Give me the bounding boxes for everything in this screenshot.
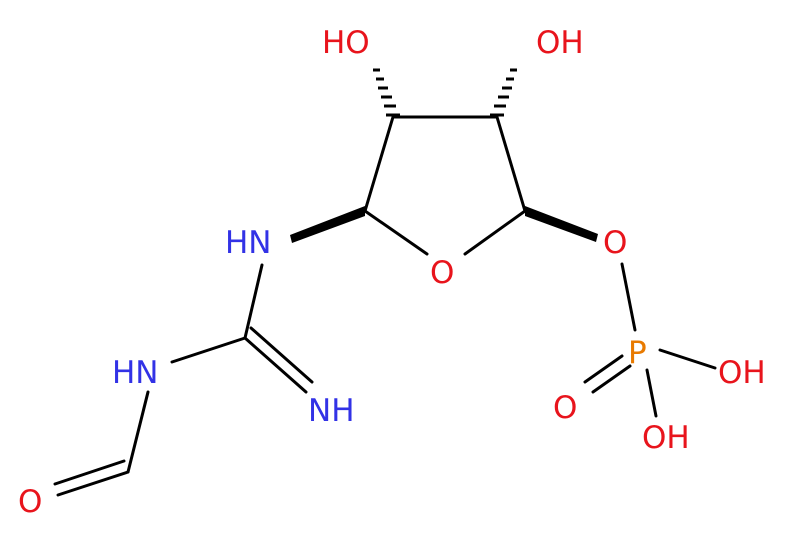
- atom-nh-mid: HN: [112, 355, 159, 391]
- bond-c-eq-o-a: [56, 470, 130, 497]
- atom-p: P: [628, 335, 647, 371]
- bond-o-p: [620, 262, 637, 332]
- bond-p-oh-bottom: [645, 368, 658, 418]
- bond-p-oh-right: [658, 348, 717, 370]
- atom-nh-imine: NH: [308, 393, 355, 429]
- bond-c-eq-n-a: [243, 336, 308, 394]
- atom-ho-left: HO: [322, 25, 370, 61]
- wedge-c1-nh: [290, 206, 365, 243]
- bond-c-nh-mid: [170, 336, 247, 364]
- bond-c4-ringO: [463, 209, 527, 256]
- bond-nh-c: [243, 263, 264, 340]
- atom-p-oh-bottom: OH: [642, 420, 690, 456]
- bond-p-eq-o-b: [591, 364, 632, 394]
- bond-ringO-c1: [363, 209, 429, 256]
- bond-c-eq-o-b: [53, 459, 126, 486]
- atom-p-oh-right: OH: [718, 355, 766, 391]
- bond-nh-cho: [126, 390, 150, 474]
- atom-formyl-o: O: [18, 484, 42, 520]
- bond-c1-c2: [363, 115, 395, 213]
- hashed-bond-c2-oh: [373, 68, 400, 117]
- wedge-c4-o: [525, 206, 598, 242]
- atom-ring-o: O: [430, 255, 454, 291]
- bond-c3-c4: [495, 115, 527, 213]
- hashed-bond-c3-oh: [490, 68, 517, 117]
- atom-oh-right: OH: [536, 25, 584, 61]
- bond-p-eq-o-a: [583, 354, 624, 384]
- atom-ester-o: O: [603, 225, 627, 261]
- atom-p-eq-o: O: [553, 390, 577, 426]
- atom-nh-top: HN: [225, 225, 272, 261]
- bond-c-eq-n-b: [249, 326, 314, 384]
